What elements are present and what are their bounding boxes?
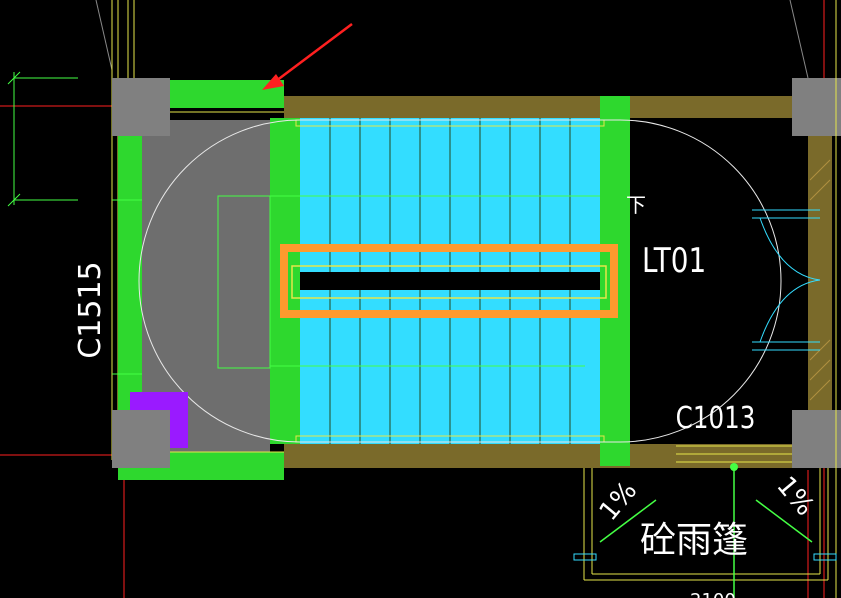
elevator-boundary-oval <box>138 119 782 443</box>
wall-top <box>284 96 794 118</box>
canopy-markers <box>573 553 837 561</box>
column-top-right <box>792 78 841 136</box>
stair-well-void <box>300 272 600 290</box>
stair-id-label: LT01 <box>642 241 706 280</box>
wall-right <box>808 118 832 412</box>
extension-lines <box>95 0 809 79</box>
stair-well-inner <box>291 265 607 299</box>
dimension-bottom-text: 2100 <box>690 590 736 598</box>
column-bottom-left <box>112 410 170 468</box>
stair-well-frame <box>280 244 618 318</box>
canopy-outline <box>583 445 829 581</box>
door-swing <box>752 209 821 351</box>
window-left-label: C1515 <box>73 261 108 358</box>
canopy-label: 砼雨篷 <box>640 520 748 561</box>
dimension-left <box>7 71 78 207</box>
purple-block <box>130 392 188 448</box>
wall-bottom <box>284 444 794 468</box>
column-top-left <box>112 78 170 136</box>
down-arrow-label: 下 <box>626 193 646 217</box>
green-guide-lines <box>112 195 600 375</box>
red-arrow-pointer-icon <box>262 23 353 90</box>
canopy-slope-lines <box>599 466 813 598</box>
column-bottom-right <box>792 410 841 468</box>
window-right-label: C1013 <box>676 402 756 436</box>
dimension-left-text: 1800 <box>0 120 2 161</box>
canopy-center-point <box>730 463 738 471</box>
